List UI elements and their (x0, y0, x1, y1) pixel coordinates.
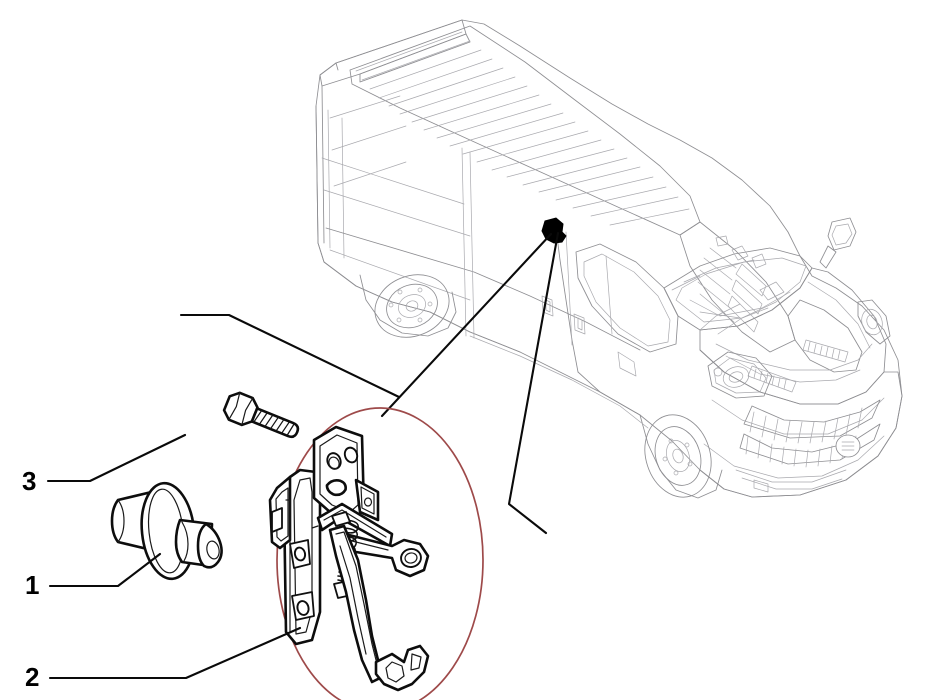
part-bolt (222, 391, 300, 439)
vehicle-illustration (315, 19, 903, 499)
callout-2-leader (48, 626, 302, 680)
leader-marker-to-latch (380, 232, 553, 418)
callout-1-leader (48, 552, 162, 588)
highlight-ellipse (276, 407, 484, 700)
leader-lines (179, 231, 560, 535)
leader-marker-to-lower-right (507, 231, 560, 535)
callout-number-2: 2 (25, 662, 39, 692)
callout-leaders (46, 433, 302, 680)
callout-number-1: 1 (25, 570, 39, 600)
callout-number-3: 3 (22, 466, 36, 496)
part-latch-assembly (268, 425, 430, 692)
callout-labels: 3 1 2 (22, 466, 39, 692)
callout-3-leader (46, 433, 187, 483)
leader-top-guide (179, 313, 401, 399)
part-buffer-stop (110, 481, 223, 581)
